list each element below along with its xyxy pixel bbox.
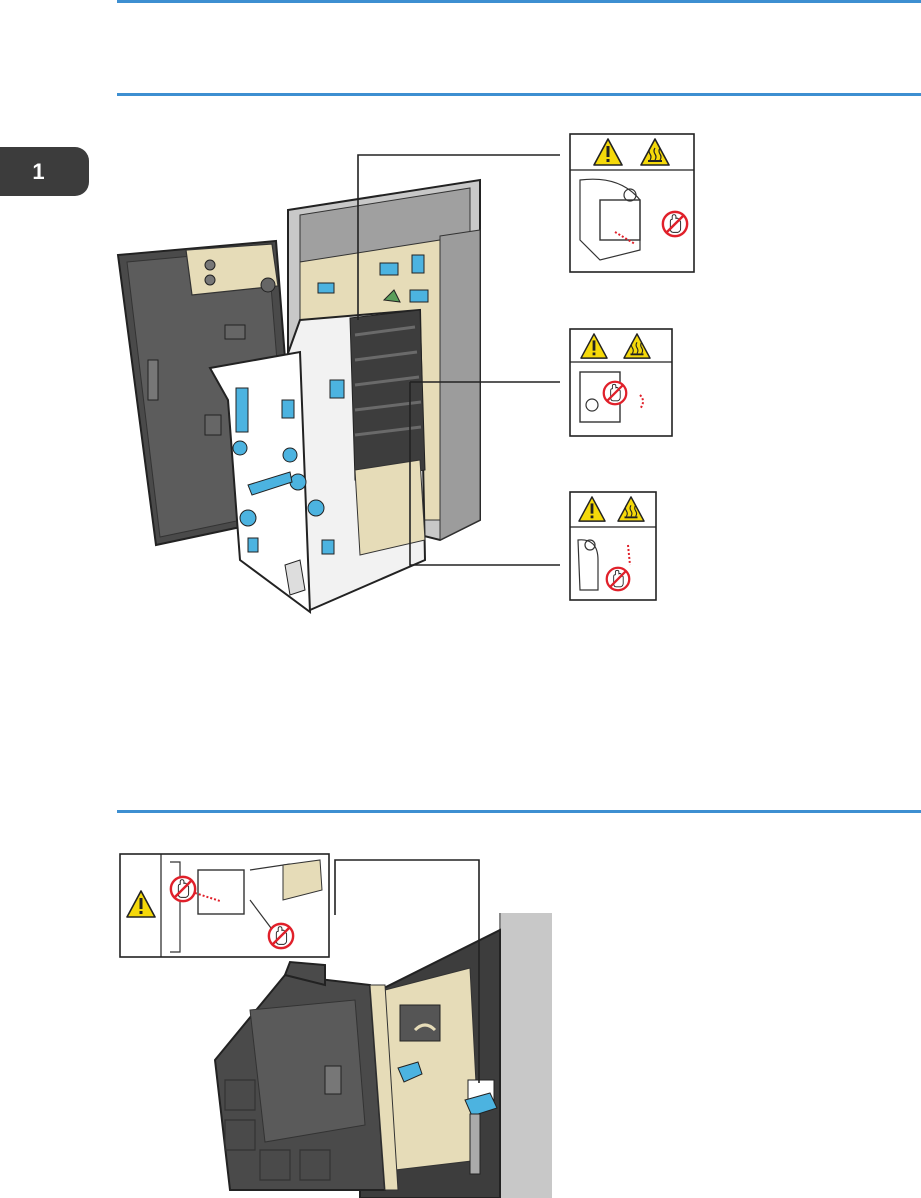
front-door-illustration: [120, 854, 552, 1198]
caution-label-2: [570, 329, 672, 436]
no-touch-icon: [663, 212, 687, 236]
no-touch-icon: [171, 877, 195, 901]
no-touch-icon: [607, 568, 630, 591]
fusing-unit-illustration: [118, 155, 560, 612]
no-touch-icon: [269, 924, 293, 948]
caution-label-4: [120, 854, 329, 957]
caution-label-1: [570, 134, 694, 272]
no-touch-icon: [604, 382, 627, 405]
caution-label-3: [570, 492, 656, 600]
